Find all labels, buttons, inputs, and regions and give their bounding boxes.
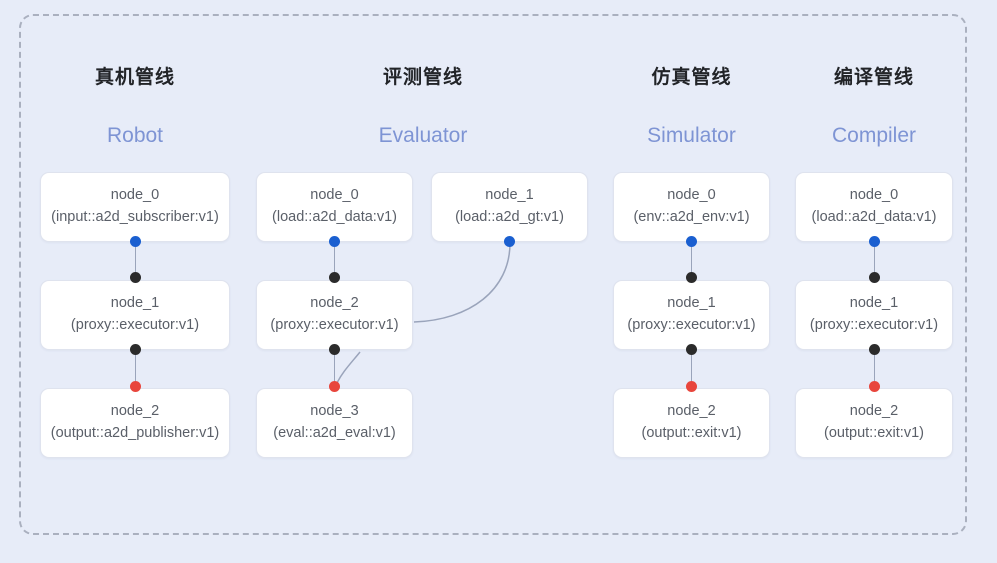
edge-line [134, 350, 136, 388]
node-name: node_2 [667, 403, 716, 420]
node-box[interactable]: node_2 (output::a2d_publisher:v1) [40, 388, 230, 458]
node-id: (output::exit:v1) [641, 425, 742, 441]
port-dot-input-black[interactable] [130, 272, 141, 283]
node-box[interactable]: node_1 (proxy::executor:v1) [40, 280, 230, 350]
column-title-simulator: 仿真管线 [651, 67, 732, 88]
node-name: node_0 [310, 187, 359, 204]
edge-line [690, 350, 692, 388]
node-id: (load::a2d_data:v1) [811, 209, 937, 225]
node-box[interactable]: node_0 (input::a2d_subscriber:v1) [40, 172, 230, 242]
node-box[interactable]: node_1 (load::a2d_gt:v1) [431, 172, 588, 242]
port-dot-output-blue[interactable] [329, 236, 340, 247]
node-id: (input::a2d_subscriber:v1) [51, 209, 219, 225]
node-box[interactable]: node_2 (output::exit:v1) [613, 388, 770, 458]
node-id: (proxy::executor:v1) [270, 317, 399, 333]
column-title-robot: 真机管线 [94, 67, 175, 88]
port-dot-input-red[interactable] [329, 381, 340, 392]
column-subtitle-evaluator: Evaluator [378, 124, 468, 147]
port-dot-input-black[interactable] [869, 272, 880, 283]
pipeline-column-robot: 真机管线 Robot [40, 0, 230, 563]
port-dot-output-blue[interactable] [686, 236, 697, 247]
port-dot-output-black[interactable] [869, 344, 880, 355]
column-subtitle-compiler: Compiler [831, 124, 917, 147]
port-dot-output-black[interactable] [329, 344, 340, 355]
node-name: node_0 [849, 187, 899, 204]
node-id: (output::a2d_publisher:v1) [50, 425, 220, 441]
port-dot-input-red[interactable] [130, 381, 141, 392]
node-box[interactable]: node_2 (proxy::executor:v1) [256, 280, 413, 350]
node-name: node_2 [849, 403, 899, 420]
node-box[interactable]: node_1 (proxy::executor:v1) [613, 280, 770, 350]
node-box[interactable]: node_1 (proxy::executor:v1) [795, 280, 953, 350]
port-dot-input-red[interactable] [686, 381, 697, 392]
node-name: node_3 [310, 403, 359, 420]
node-id: (load::a2d_data:v1) [272, 209, 397, 225]
node-name: node_1 [849, 295, 899, 312]
port-dot-input-red[interactable] [869, 381, 880, 392]
node-box[interactable]: node_0 (load::a2d_data:v1) [795, 172, 953, 242]
port-dot-output-blue[interactable] [504, 236, 515, 247]
node-box[interactable]: node_2 (output::exit:v1) [795, 388, 953, 458]
node-name: node_1 [110, 295, 160, 312]
node-name: node_2 [110, 403, 160, 420]
node-name: node_0 [667, 187, 716, 204]
edge-line [873, 242, 875, 280]
edge-line [134, 242, 136, 280]
port-dot-output-black[interactable] [686, 344, 697, 355]
node-name: node_0 [110, 187, 160, 204]
port-dot-output-blue[interactable] [130, 236, 141, 247]
pipeline-column-evaluator: 评测管线 Evaluator [256, 0, 590, 563]
column-title-evaluator: 评测管线 [382, 67, 463, 88]
node-id: (eval::a2d_eval:v1) [273, 425, 396, 441]
column-subtitle-simulator: Simulator [647, 124, 736, 147]
node-box[interactable]: node_0 (env::a2d_env:v1) [613, 172, 770, 242]
node-id: (load::a2d_gt:v1) [455, 209, 564, 225]
node-box[interactable]: node_3 (eval::a2d_eval:v1) [256, 388, 413, 458]
node-id: (env::a2d_env:v1) [633, 209, 750, 225]
column-subtitle-robot: Robot [106, 124, 164, 147]
pipeline-column-simulator: 仿真管线 Simulator [613, 0, 770, 563]
port-dot-output-blue[interactable] [869, 236, 880, 247]
column-title-compiler: 编译管线 [833, 67, 914, 88]
port-dot-input-black[interactable] [329, 272, 340, 283]
node-id: (proxy::executor:v1) [809, 317, 939, 333]
node-id: (proxy::executor:v1) [627, 317, 756, 333]
node-name: node_2 [310, 295, 359, 312]
edge-line [333, 242, 335, 280]
pipeline-column-compiler: 编译管线 Compiler [795, 0, 953, 563]
node-name: node_1 [485, 187, 534, 204]
port-dot-output-black[interactable] [130, 344, 141, 355]
edge-line [873, 350, 875, 388]
node-id: (output::exit:v1) [824, 425, 924, 441]
node-id: (proxy::executor:v1) [70, 317, 200, 333]
edge-line [333, 350, 335, 388]
port-dot-input-black[interactable] [686, 272, 697, 283]
edge-line [690, 242, 692, 280]
node-box[interactable]: node_0 (load::a2d_data:v1) [256, 172, 413, 242]
node-name: node_1 [667, 295, 716, 312]
